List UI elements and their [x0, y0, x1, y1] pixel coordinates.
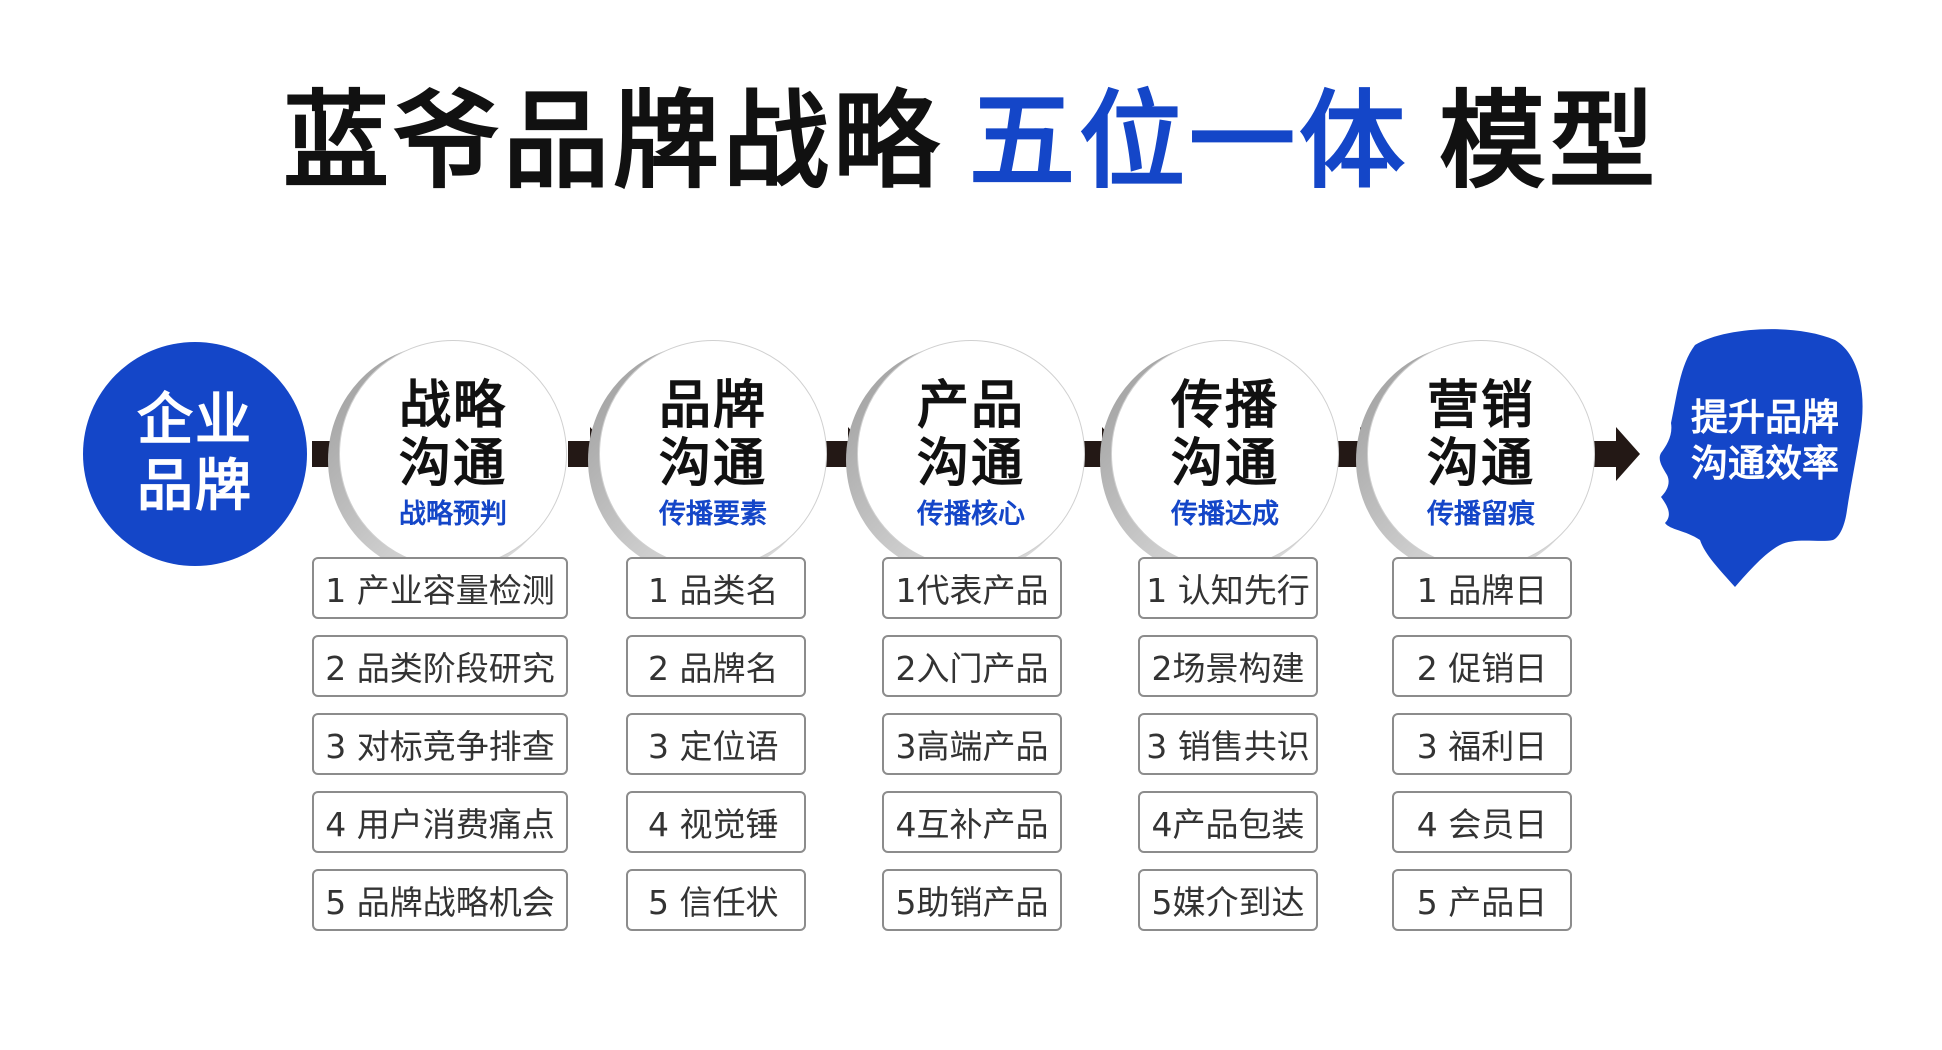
stage-subtitle: 传播留痕: [1427, 499, 1535, 530]
stage-marketing: 营销 沟通 传播留痕: [1367, 340, 1595, 568]
list-item: 3 销售共识: [1138, 713, 1318, 775]
list-item: 5 品牌战略机会: [312, 869, 568, 931]
list-item: 1 认知先行: [1138, 557, 1318, 619]
stage-title-line2: 沟通: [398, 434, 507, 494]
stage-communication: 传播 沟通 传播达成: [1111, 340, 1339, 568]
end-node-line2: 沟通效率: [1691, 442, 1839, 485]
list-item: 1 产业容量检测: [312, 557, 568, 619]
start-node-line1: 企业: [137, 388, 253, 453]
list-item: 3 福利日: [1392, 713, 1572, 775]
stage-title-line2: 沟通: [1170, 434, 1279, 494]
list-item: 4互补产品: [882, 791, 1062, 853]
list-item: 2 品牌名: [626, 635, 806, 697]
stage-subtitle: 战略预判: [399, 499, 507, 530]
start-node-line2: 品牌: [137, 454, 253, 519]
stage-title-line2: 沟通: [1426, 434, 1535, 494]
stage-product: 产品 沟通 传播核心: [857, 340, 1085, 568]
list-item: 2 品类阶段研究: [312, 635, 568, 697]
page-title: 蓝爷品牌战略五位一体模型: [0, 82, 1942, 202]
list-item: 5媒介到达: [1138, 869, 1318, 931]
end-node-line1: 提升品牌: [1691, 396, 1839, 439]
list-item: 4产品包装: [1138, 791, 1318, 853]
stage-title-line1: 品牌: [658, 376, 767, 436]
list-item: 1代表产品: [882, 557, 1062, 619]
end-node-text: 提升品牌 沟通效率: [1680, 395, 1850, 487]
list-item: 5 信任状: [626, 869, 806, 931]
stage-title-line1: 传播: [1170, 376, 1279, 436]
list-item: 2 促销日: [1392, 635, 1572, 697]
stage-title-line1: 营销: [1426, 376, 1535, 436]
stage-title-line1: 战略: [398, 376, 507, 436]
stage-title-line2: 沟通: [658, 434, 767, 494]
title-tail: 模型: [1439, 80, 1659, 203]
list-item: 1 品牌日: [1392, 557, 1572, 619]
list-item: 5助销产品: [882, 869, 1062, 931]
stage-strategy: 战略 沟通 战略预判: [339, 340, 567, 568]
list-item: 4 视觉锤: [626, 791, 806, 853]
stage-title-line1: 产品: [916, 376, 1025, 436]
list-item: 3 定位语: [626, 713, 806, 775]
list-item: 4 会员日: [1392, 791, 1572, 853]
list-item: 2入门产品: [882, 635, 1062, 697]
list-item: 1 品类名: [626, 557, 806, 619]
start-node-enterprise-brand: 企业 品牌: [83, 342, 307, 566]
title-accent: 五位一体: [969, 80, 1409, 203]
head-profile-icon: [1659, 329, 1863, 587]
list-item: 5 产品日: [1392, 869, 1572, 931]
stage-subtitle: 传播达成: [1171, 499, 1279, 530]
arrow-right-icon: [1594, 427, 1640, 481]
list-item: 4 用户消费痛点: [312, 791, 568, 853]
title-main: 蓝爷品牌战略: [283, 80, 943, 203]
list-item: 2场景构建: [1138, 635, 1318, 697]
stage-brand: 品牌 沟通 传播要素: [599, 340, 827, 568]
stage-subtitle: 传播核心: [917, 499, 1025, 530]
list-item: 3高端产品: [882, 713, 1062, 775]
stage-subtitle: 传播要素: [659, 499, 767, 530]
stage-title-line2: 沟通: [916, 434, 1025, 494]
list-item: 3 对标竞争排查: [312, 713, 568, 775]
